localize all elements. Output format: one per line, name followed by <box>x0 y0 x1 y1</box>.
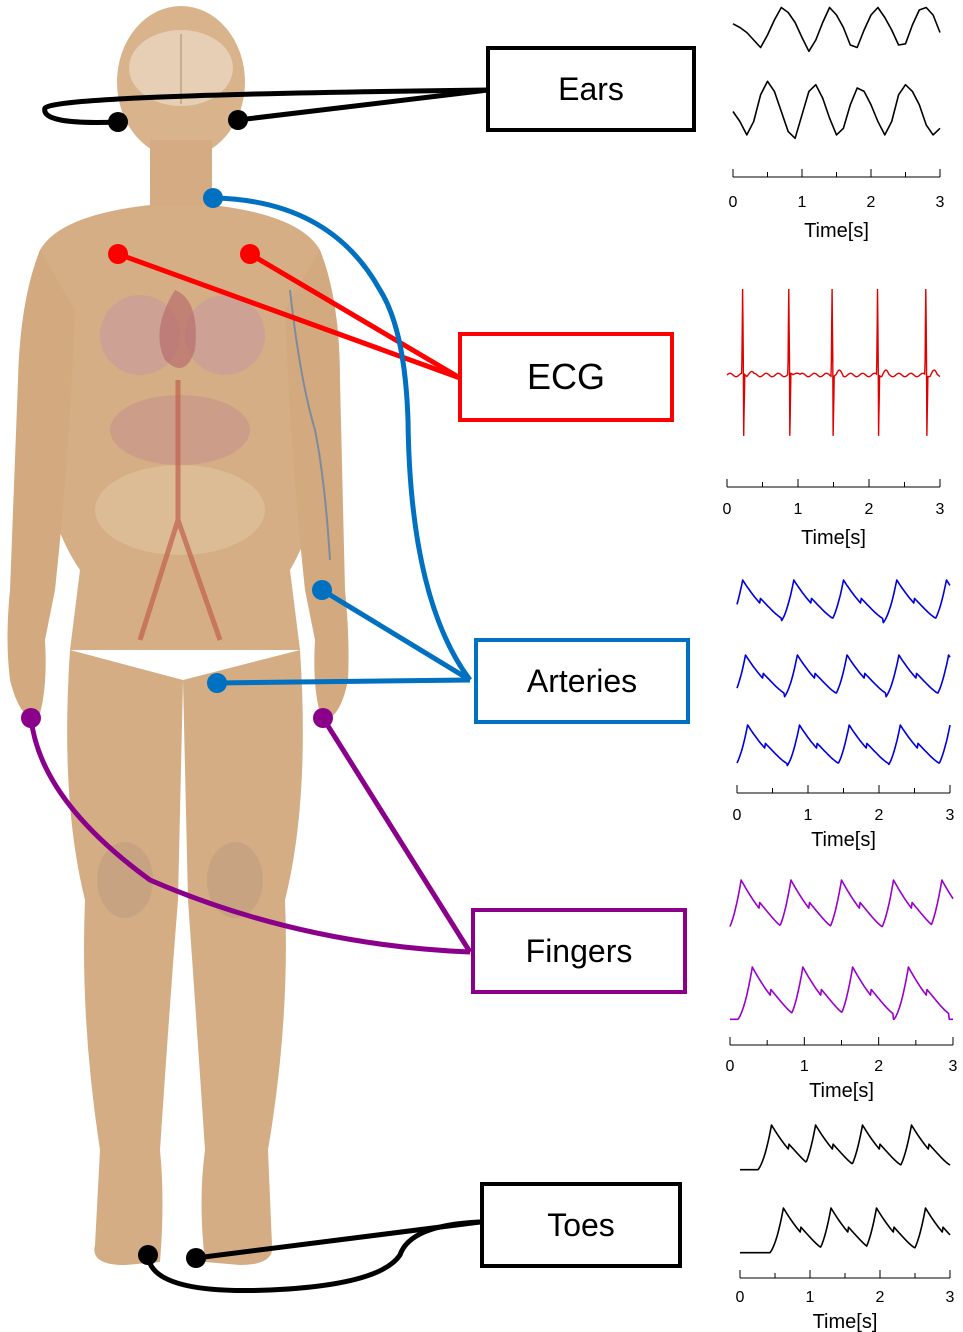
x-tick-label: 3 <box>946 1289 955 1306</box>
trace-toes-2 <box>740 1208 950 1253</box>
x-tick-label: 3 <box>936 194 945 211</box>
x-tick-label: 0 <box>736 1289 745 1306</box>
x-tick-label: 0 <box>726 1058 735 1075</box>
leg-left <box>67 650 183 1265</box>
x-tick-label: 1 <box>804 807 813 824</box>
x-axis-title: Time[s] <box>811 829 876 851</box>
electrode-ecg-left <box>108 244 128 264</box>
electrode-toe-right <box>186 1248 206 1268</box>
trace-arteries-3 <box>737 725 950 766</box>
x-tick-label: 2 <box>876 1289 885 1306</box>
x-tick-label: 1 <box>798 194 807 211</box>
electrode-ear-right <box>228 110 248 130</box>
trace-ears-2 <box>733 81 940 138</box>
x-tick-label: 2 <box>875 807 884 824</box>
x-tick-label: 0 <box>729 194 738 211</box>
lung-right-icon <box>185 295 265 375</box>
x-tick-label: 1 <box>800 1058 809 1075</box>
x-tick-label: 2 <box>867 194 876 211</box>
x-tick-label: 3 <box>936 501 945 518</box>
x-tick-label: 0 <box>723 501 732 518</box>
x-axis-title: Time[s] <box>801 527 866 549</box>
x-tick-label: 1 <box>806 1289 815 1306</box>
trace-arteries-1 <box>737 580 950 623</box>
electrode-artery-wrist <box>312 580 332 600</box>
trace-ears-1 <box>733 8 940 52</box>
electrode-toe-left <box>138 1245 158 1265</box>
x-tick-label: 2 <box>874 1058 883 1075</box>
label-ecg: ECG <box>458 332 674 422</box>
knee-left-icon <box>97 842 153 918</box>
electrode-finger-right <box>313 708 333 728</box>
x-tick-label: 3 <box>949 1058 958 1075</box>
x-axis-title: Time[s] <box>809 1080 874 1102</box>
label-ears: Ears <box>486 46 696 132</box>
wire-arteries-thigh <box>217 680 470 683</box>
x-tick-label: 0 <box>733 807 742 824</box>
electrode-artery-thigh <box>207 673 227 693</box>
x-axis-title: Time[s] <box>804 220 869 242</box>
x-tick-label: 3 <box>946 807 955 824</box>
neck <box>150 140 212 210</box>
trace-ecg <box>727 289 940 436</box>
label-arteries: Arteries <box>474 638 690 724</box>
wire-fingers-right <box>323 718 470 952</box>
label-fingers: Fingers <box>471 908 687 994</box>
leg-right <box>183 650 303 1265</box>
trace-arteries-2 <box>737 655 950 697</box>
body-silhouette <box>8 6 349 1265</box>
x-axis-title: Time[s] <box>813 1311 878 1332</box>
electrode-artery-neck <box>203 188 223 208</box>
electrode-ecg-right <box>240 244 260 264</box>
x-tick-label: 1 <box>794 501 803 518</box>
x-tick-label: 2 <box>865 501 874 518</box>
electrode-finger-left <box>21 708 41 728</box>
trace-fingers-1 <box>730 880 953 927</box>
trace-toes-1 <box>740 1125 950 1170</box>
electrode-ear-left <box>108 112 128 132</box>
trace-fingers-2 <box>730 967 953 1019</box>
label-toes: Toes <box>480 1182 682 1268</box>
